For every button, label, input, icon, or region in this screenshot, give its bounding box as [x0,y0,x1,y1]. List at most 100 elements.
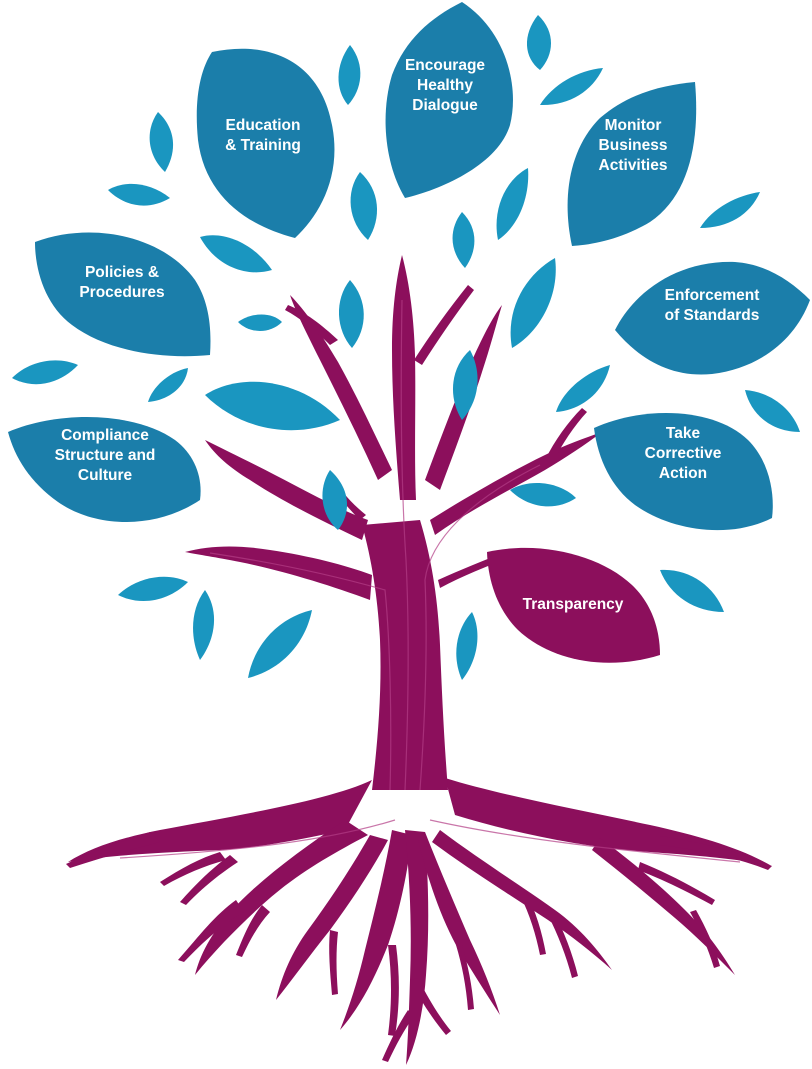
small-leaf [700,192,760,228]
root-center-main [405,830,429,1065]
leaf-education-shape [196,48,335,238]
small-leaf [149,112,174,172]
small-leaf [12,360,78,385]
small-leaf [200,235,272,273]
branch-right-twig [545,408,587,464]
small-leaf [248,610,312,678]
trunk-vein-3 [209,552,392,791]
branch-right-mid [430,432,602,535]
leaf-policies-shape [35,232,211,357]
trunk-vein-1 [400,299,409,791]
root-center-right [418,832,500,1015]
leaf-enforcement-text: Enforcement of Standards [665,287,760,324]
small-leaf [118,576,188,602]
leaf-compliance-line: Compliance [61,427,149,444]
root-right-5 [592,838,735,975]
leaf-monitor-line: Monitor [605,117,662,134]
leaf-education-line: Education [226,117,301,134]
small-leaf [238,314,282,331]
root-right-7 [690,910,720,968]
small-leaf [745,390,800,432]
root-right-tip [660,836,772,870]
small-leaf [510,483,576,507]
root-left-8 [160,852,226,886]
root-left-2 [195,820,368,975]
branch-center [392,255,416,500]
branch-left-low [185,546,372,600]
leaf-compliance-line: Culture [78,467,133,484]
leaf-policies: Policies & Procedures [35,232,211,357]
tree-roots [66,778,772,1065]
leaf-corrective-shape [594,412,773,531]
small-leaf [322,470,348,530]
trunk-vein-2 [419,464,541,791]
small-leaf [540,68,603,106]
small-leaf [193,590,215,660]
root-center-left [340,830,412,1030]
root-left-4 [236,905,270,957]
root-left-tip [66,832,160,868]
trunk-highlights [119,299,741,863]
root-right-2 [432,830,612,970]
root-center-2 [410,978,451,1035]
small-leaves [12,15,800,680]
trunk-vein-5 [429,819,741,863]
leaf-transparency-shape [487,547,660,663]
leaf-dialogue-shape [385,2,513,198]
small-leaf [205,381,340,431]
branch-left-upper [290,295,392,480]
small-leaf [350,172,378,240]
leaf-dialogue-line: Dialogue [412,97,478,114]
small-leaf [526,15,551,70]
root-left-3 [178,900,244,962]
leaf-enforcement-line: Enforcement [665,287,760,304]
leaf-corrective-line: Corrective [645,445,722,462]
leaf-transparency-text: Transparency [523,596,624,613]
leaf-monitor-line: Activities [599,157,668,174]
root-right-6 [638,862,715,905]
small-leaf [556,365,610,412]
small-leaf [148,368,188,402]
leaf-policies-text: Policies & Procedures [79,264,164,301]
leaf-transparency: Transparency [487,547,660,663]
small-leaf [510,258,556,348]
trunk-vein-4 [119,819,396,859]
leaf-policies-line: Policies & [85,264,159,281]
small-leaf [452,350,478,420]
leaf-enforcement: Enforcement of Standards [615,261,810,375]
leaf-education-text: Education & Training [225,117,301,154]
root-right-4 [520,892,546,955]
leaf-corrective-line: Action [659,465,707,482]
leaf-monitor-line: Business [599,137,668,154]
root-right-3 [548,912,578,978]
small-leaf [496,168,529,240]
leaf-monitor-shape [567,82,697,246]
leaf-education-line: & Training [225,137,301,154]
root-center-3 [382,1010,414,1062]
leaf-enforcement-line: of Standards [665,307,760,324]
root-left-5 [276,835,388,1000]
leaf-dialogue-line: Healthy [417,77,473,94]
root-left-7 [180,855,238,905]
small-leaf [338,45,361,105]
root-left-6 [329,930,338,995]
branch-left-fork [285,305,338,345]
leaf-policies-line: Procedures [79,284,164,301]
trunk-main [362,520,448,790]
small-leaf [456,612,478,680]
branch-center-fork [414,285,474,365]
leaf-education: Education & Training [196,48,335,238]
small-leaf [338,280,364,348]
leaf-transparency-line: Transparency [523,596,624,613]
leaf-compliance-shape [8,417,201,522]
root-center-1 [388,945,399,1036]
